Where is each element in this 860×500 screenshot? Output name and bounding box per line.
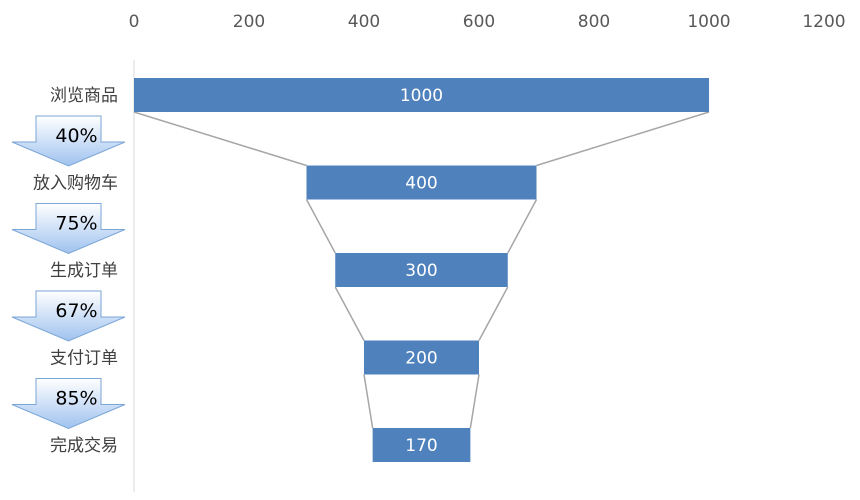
bar-data-label: 400 [405,174,437,194]
x-tick-label: 1000 [687,12,730,32]
bar-data-label: 200 [405,349,437,369]
bar-data-label: 1000 [400,86,443,106]
x-tick-label: 200 [233,12,265,32]
funnel-line-right [507,199,538,254]
category-label: 支付订单 [50,349,118,369]
x-tick-label: 400 [348,12,380,32]
funnel-bar [134,78,709,112]
conversion-rate-label: 75% [55,213,97,235]
funnel-bar [364,340,479,375]
funnel-bar [306,165,537,200]
down-arrow-icon [11,203,126,255]
conversion-rate-label: 40% [55,125,97,147]
funnel-line-right [478,286,509,341]
funnel-line-right [536,111,710,167]
x-tick-label: 1200 [802,12,845,32]
label-layer: 1000 浏览商品 400 放入购物车 300 生成订单 200 支付订单 170 完成交易 40%… [33,86,443,456]
down-arrow-icon [11,290,126,342]
axis-layer: 0 200 400 600 800 1000 1200 [129,12,846,492]
x-tick-label: 800 [578,12,610,32]
bar-data-label: 300 [405,261,437,281]
funnel-line-left [305,199,336,254]
conversion-rate-label: 85% [55,388,97,410]
bar-data-label: 170 [405,436,437,456]
funnel-connector-lines [133,111,710,429]
down-arrow-icon [11,378,126,430]
bar-layer [134,78,709,462]
x-tick-label: 0 [129,12,140,32]
funnel-bar [372,428,471,462]
conversion-rate-label: 67% [55,300,97,322]
category-label: 完成交易 [50,436,118,456]
category-label: 浏览商品 [50,86,118,106]
x-tick-label: 600 [463,12,495,32]
category-label: 放入购物车 [33,174,118,194]
funnel-line-left [363,374,374,429]
funnel-bar [335,253,508,287]
funnel-line-left [334,286,365,341]
conversion-arrow-layer [11,115,126,430]
funnel-line-left [133,111,307,167]
category-label: 生成订单 [50,261,118,281]
down-arrow-icon [11,115,126,167]
funnel-line-right [469,374,480,429]
